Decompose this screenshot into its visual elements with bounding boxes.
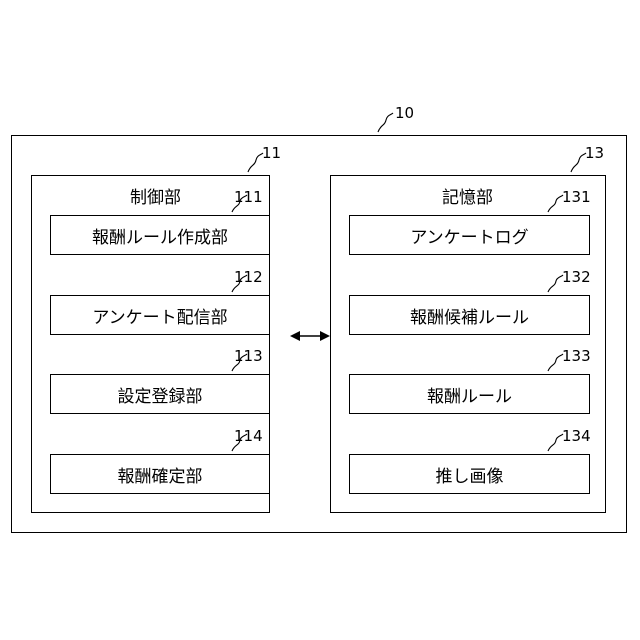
storage-leader-line bbox=[548, 354, 563, 371]
module-leader-line bbox=[232, 434, 247, 451]
system-leader-line bbox=[378, 113, 393, 132]
control-unit-leader-line bbox=[248, 153, 263, 172]
storage-leader-line bbox=[548, 275, 563, 292]
module-leader-line bbox=[232, 195, 247, 212]
module-leader-line bbox=[232, 275, 247, 292]
storage-leader-line bbox=[548, 195, 563, 212]
storage-leader-line bbox=[548, 434, 563, 451]
bidirectional-arrow bbox=[290, 331, 330, 341]
module-leader-line bbox=[232, 354, 247, 371]
storage-unit-leader-line bbox=[571, 153, 586, 172]
